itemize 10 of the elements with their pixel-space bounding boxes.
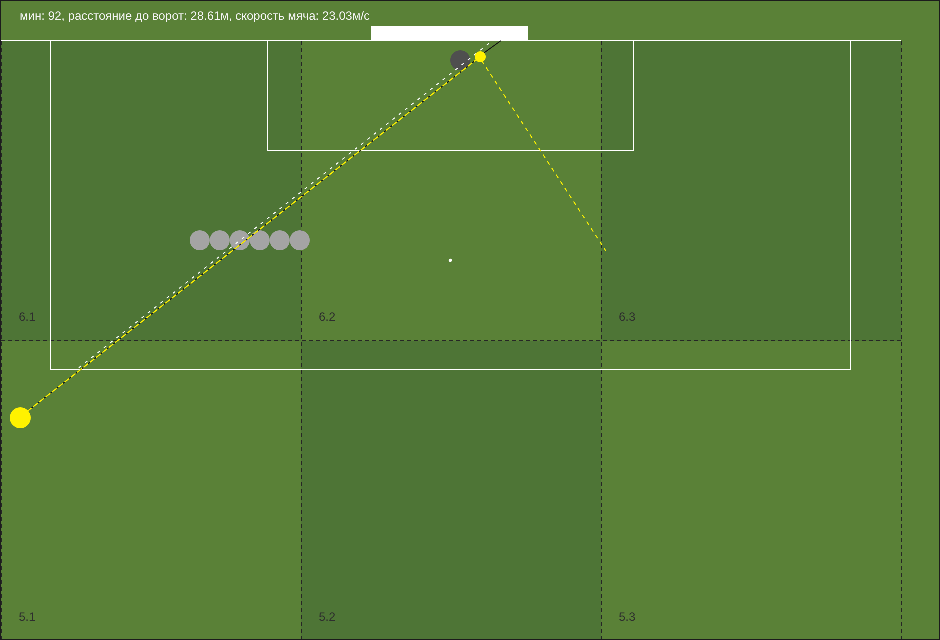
zone-number: 6.1 — [19, 310, 36, 324]
zone-number: 5.2 — [319, 610, 336, 624]
match-info-text: мин: 92, расстояние до ворот: 28.61м, скорость мяча: 23.03м/с — [20, 9, 370, 23]
pitch-zone — [1, 41, 301, 341]
pitch-zone — [301, 341, 601, 639]
zone-number: 5.3 — [619, 610, 636, 624]
zone-number: 6.3 — [619, 310, 636, 324]
zone-number: 5.1 — [19, 610, 36, 624]
zone-number: 6.2 — [319, 310, 336, 324]
pitch-zone — [601, 41, 901, 341]
